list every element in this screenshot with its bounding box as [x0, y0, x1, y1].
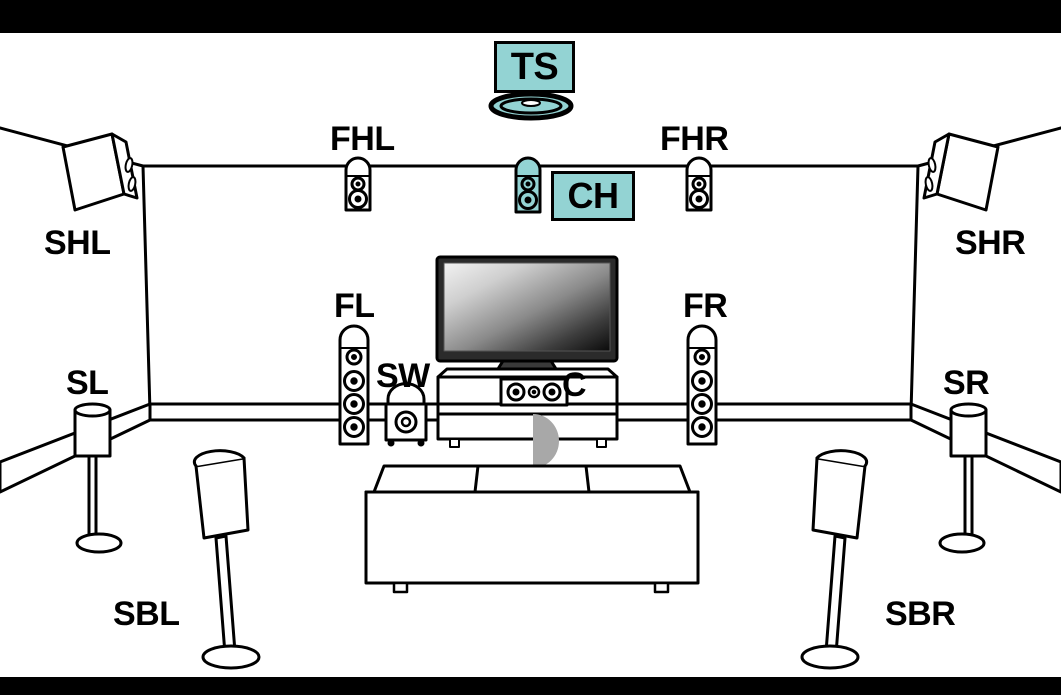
- speaker-ch: [514, 156, 542, 214]
- speaker-subwoofer: [384, 382, 428, 447]
- letterbox-top-bar: [0, 0, 1061, 33]
- speaker-shr: [922, 132, 1000, 212]
- speaker-fhr: [685, 156, 713, 212]
- letterbox-bottom-bar: [0, 677, 1061, 695]
- speaker-sl: [73, 402, 123, 554]
- label-sl: SL: [66, 364, 109, 402]
- label-sw: SW: [376, 357, 430, 395]
- speaker-sbl: [192, 449, 261, 670]
- speaker-ts: [488, 91, 574, 121]
- label-fhl: FHL: [330, 120, 395, 158]
- speaker-fr: [686, 324, 718, 446]
- speaker-fl: [338, 324, 370, 446]
- sofa: [364, 464, 700, 594]
- speaker-sr: [938, 402, 988, 554]
- label-shl: SHL: [44, 224, 111, 262]
- label-sbl: SBL: [113, 595, 180, 633]
- speaker-fhl: [344, 156, 372, 212]
- television: [435, 255, 619, 374]
- label-sbr: SBR: [885, 595, 956, 633]
- label-ch: CH: [551, 171, 635, 221]
- label-fr: FR: [683, 287, 728, 325]
- label-sr: SR: [943, 364, 990, 402]
- label-shr: SHR: [955, 224, 1026, 262]
- speaker-center: [499, 377, 569, 407]
- label-fl: FL: [334, 287, 375, 325]
- label-ts: TS: [494, 41, 575, 93]
- label-c: C: [562, 366, 587, 404]
- label-fhr: FHR: [660, 120, 729, 158]
- speaker-shl: [61, 132, 139, 212]
- speaker-sbr: [800, 449, 869, 670]
